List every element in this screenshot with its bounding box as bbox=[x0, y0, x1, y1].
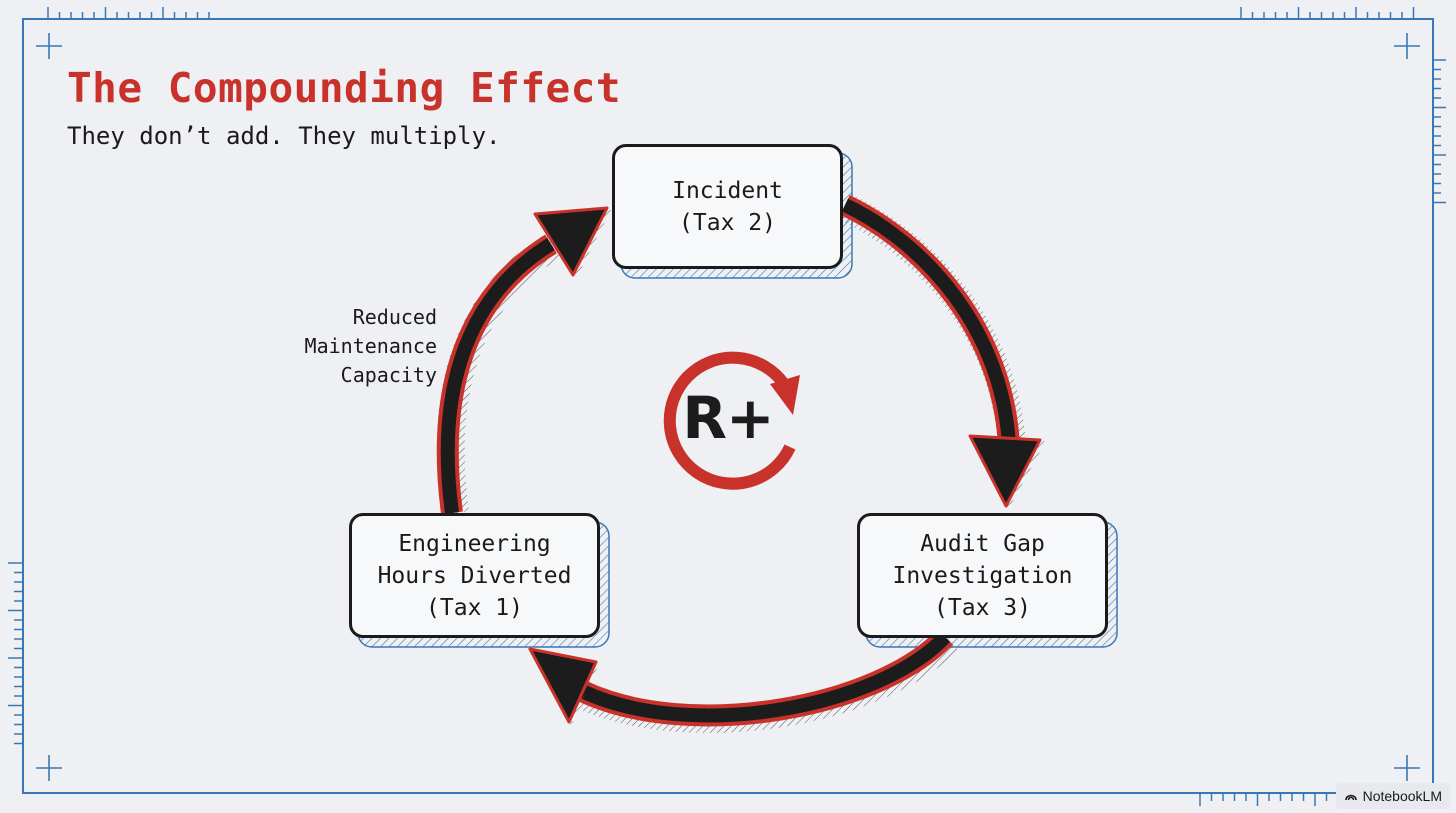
notebooklm-logo-icon bbox=[1344, 794, 1357, 801]
edge-label-line2: Maintenance bbox=[304, 334, 437, 358]
node-audit-line1: Audit Gap bbox=[920, 530, 1045, 557]
node-incident-line2: (Tax 2) bbox=[679, 209, 776, 236]
arrow-audit-to-engineering bbox=[528, 629, 959, 733]
arrow-engineering-to-incident bbox=[436, 206, 611, 515]
page-title: The Compounding Effect bbox=[67, 64, 622, 112]
notebooklm-watermark: NotebookLM bbox=[1335, 783, 1450, 809]
watermark-label: NotebookLM bbox=[1362, 788, 1442, 804]
node-audit-gap: Audit Gap Investigation (Tax 3) bbox=[857, 513, 1108, 638]
edge-label-reduced-capacity: Reduced Maintenance Capacity bbox=[305, 303, 437, 390]
page-subtitle: They don’t add. They multiply. bbox=[67, 122, 501, 150]
node-incident: Incident (Tax 2) bbox=[612, 144, 843, 269]
node-audit-line2: Investigation bbox=[892, 562, 1073, 589]
node-audit-line3: (Tax 3) bbox=[934, 594, 1031, 621]
reinforcing-badge-label: R+ bbox=[682, 384, 774, 452]
node-engineering-line3: (Tax 1) bbox=[426, 594, 523, 621]
edge-label-line1: Reduced bbox=[352, 305, 437, 329]
edge-label-line3: Capacity bbox=[340, 363, 437, 387]
arrow-incident-to-audit bbox=[838, 194, 1046, 510]
node-engineering-hours: Engineering Hours Diverted (Tax 1) bbox=[349, 513, 600, 638]
node-engineering-line2: Hours Diverted bbox=[377, 562, 572, 589]
node-incident-line1: Incident bbox=[672, 177, 783, 204]
reinforcing-loop-icon bbox=[663, 351, 800, 490]
node-engineering-line1: Engineering bbox=[398, 530, 551, 557]
